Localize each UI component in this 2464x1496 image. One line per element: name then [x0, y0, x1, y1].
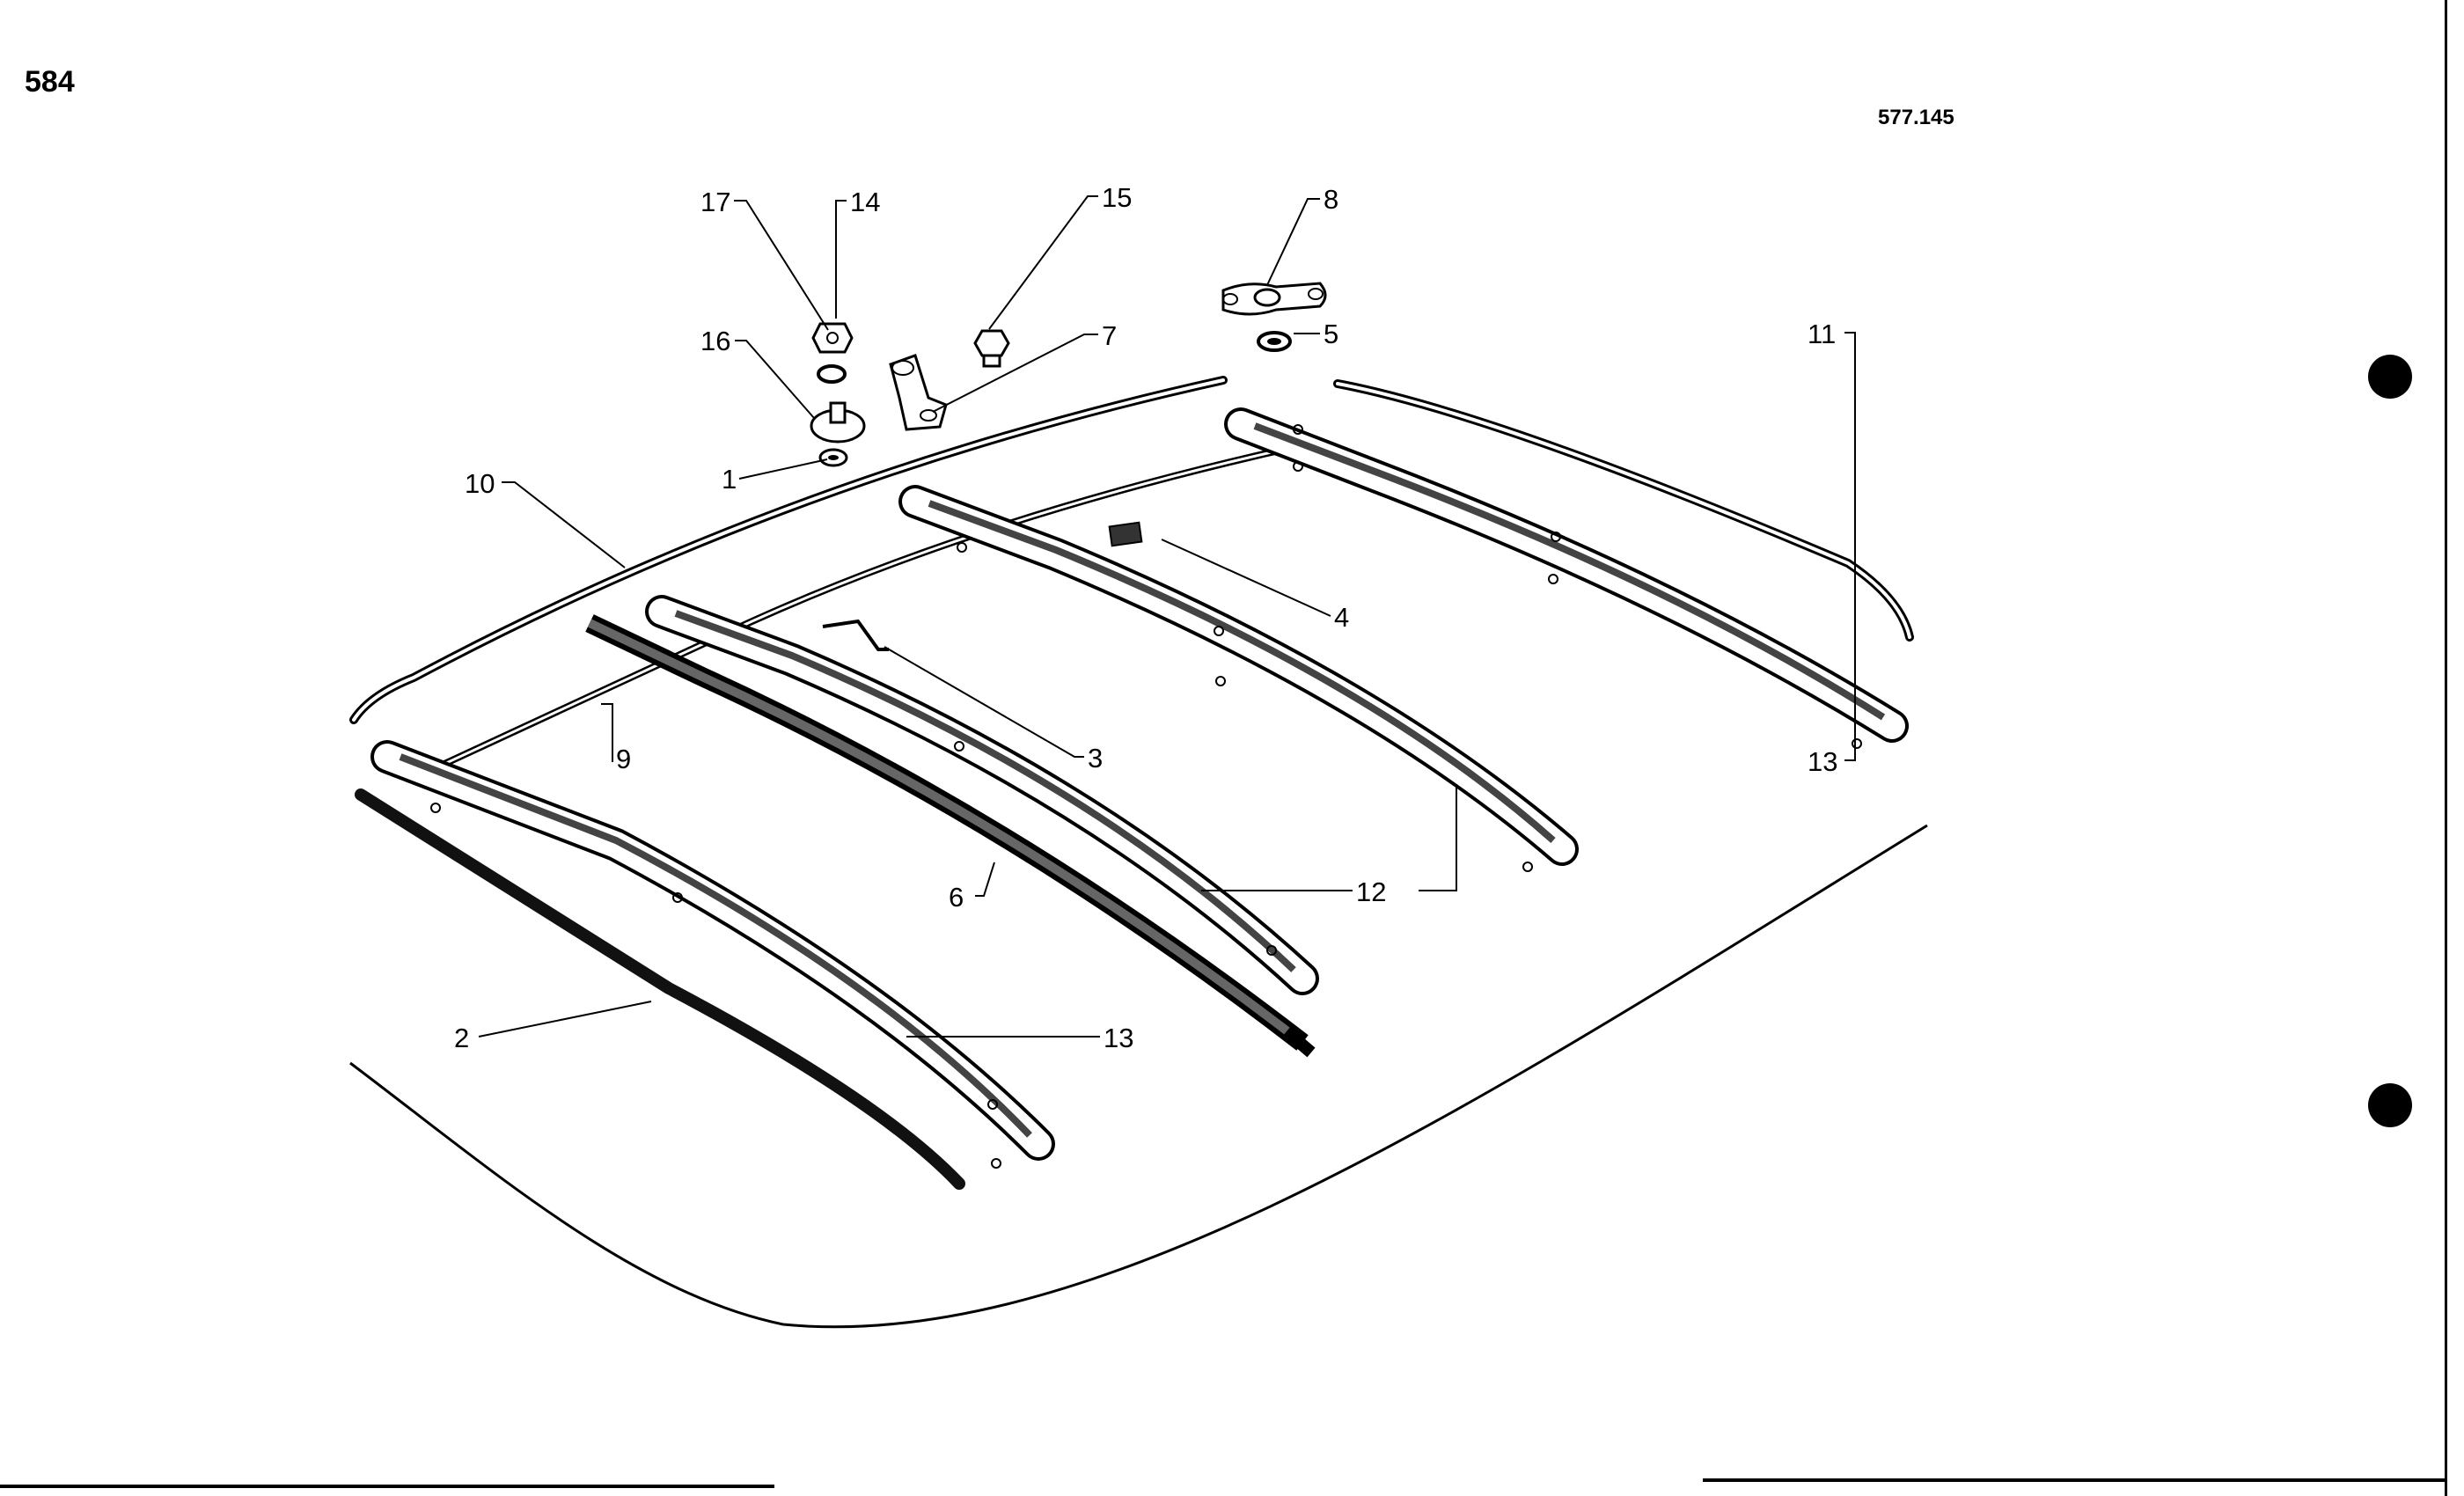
callout-7: 7	[1102, 320, 1117, 351]
callout-14: 14	[850, 187, 880, 217]
callout-6: 6	[949, 882, 964, 913]
callout-13-rear: 13	[1808, 746, 1837, 777]
callout-17: 17	[700, 187, 730, 217]
part-1-washer	[818, 448, 848, 467]
roof-outline	[349, 824, 1928, 1329]
callout-4: 4	[1334, 602, 1349, 633]
callout-11: 11	[1808, 319, 1836, 349]
part-6-guide-channel	[585, 614, 1316, 1058]
part-8-wing-nut	[1221, 282, 1327, 316]
part-12-roof-rail-middle-left	[645, 595, 1319, 995]
part-13-roof-rail-rear	[1224, 407, 1909, 749]
callout-16: 16	[700, 326, 730, 356]
part-2-seal-strip	[355, 788, 965, 1190]
leader-lines	[478, 195, 1856, 1038]
part-14-nut	[811, 322, 854, 354]
callout-10: 10	[465, 468, 495, 499]
figure-code: 577.145	[1878, 106, 1954, 129]
part-11-trim-strip-right	[1333, 379, 1914, 642]
callout-8: 8	[1324, 184, 1338, 215]
part-4-pad	[1108, 521, 1143, 547]
part-10-trim-strip-left	[349, 376, 1228, 724]
callout-9: 9	[616, 744, 631, 774]
part-17-washer	[817, 364, 847, 384]
part-12-roof-rail-middle-right	[898, 485, 1579, 872]
part-3-clip	[822, 619, 889, 651]
page-number: 584	[25, 65, 75, 99]
callout-15: 15	[1102, 182, 1132, 213]
callout-12: 12	[1356, 876, 1386, 907]
callout-5: 5	[1324, 319, 1338, 349]
part-13-roof-rail-front	[370, 740, 1055, 1169]
part-15-nut	[973, 329, 1010, 368]
callout-13-front: 13	[1104, 1023, 1133, 1053]
part-16-stud	[810, 401, 866, 444]
page-edge-bottom-left	[0, 1485, 774, 1488]
callout-2: 2	[454, 1023, 469, 1053]
part-5-washer	[1257, 331, 1292, 352]
part-7-bracket	[889, 354, 948, 431]
binder-hole-top	[2368, 355, 2412, 399]
callout-1: 1	[722, 464, 737, 495]
page-edge-right	[2445, 0, 2447, 1496]
binder-hole-bottom	[2368, 1083, 2412, 1127]
callout-3: 3	[1088, 743, 1103, 774]
page-edge-bottom-right	[1703, 1478, 2446, 1482]
